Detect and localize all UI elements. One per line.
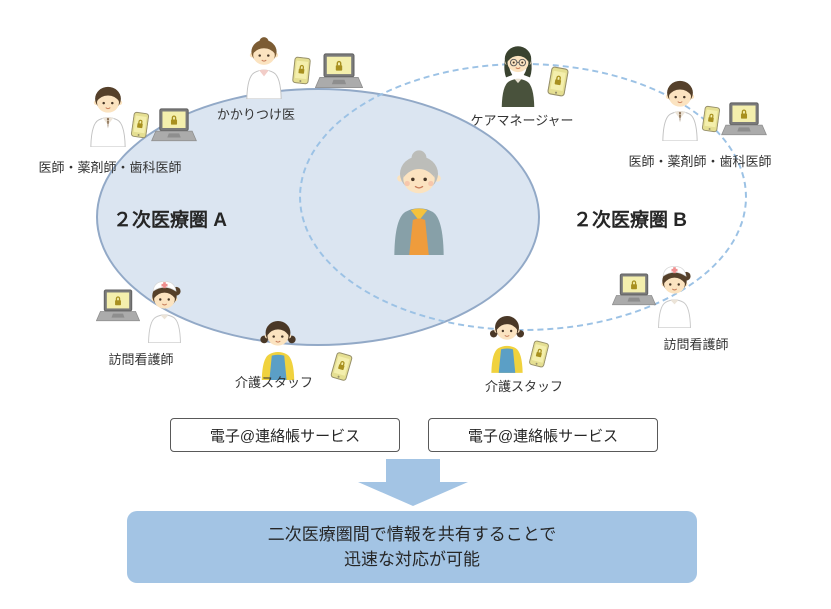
care-manager-icon — [494, 42, 542, 107]
nurse-icon — [141, 277, 188, 343]
smartphone-lock-icon — [528, 339, 550, 368]
care-manager-label: ケアマネージャー — [470, 113, 574, 128]
smartphone-lock-icon — [330, 351, 354, 382]
care-staff-icon — [484, 312, 530, 373]
conclusion-line-2: 迅速な対応が可能 — [344, 550, 480, 569]
down-arrow-icon — [358, 459, 468, 506]
family-doctor-label: かかりつけ医 — [216, 107, 296, 122]
male-doctor-icon — [656, 78, 704, 141]
laptop-lock-icon — [612, 273, 656, 308]
visiting-nurse-label-right: 訪問看護師 — [663, 337, 729, 352]
conclusion-box: 二次医療圏間で情報を共有することで 迅速な対応が可能 — [127, 511, 697, 583]
service-box-a: 電子@連絡帳サービス — [170, 418, 400, 452]
laptop-lock-icon — [721, 102, 767, 138]
region-a-label: ２次医療圏 A — [113, 210, 228, 231]
care-staff-label-left: 介護スタッフ — [234, 375, 313, 390]
female-doctor-icon — [240, 36, 288, 99]
smartphone-lock-icon — [292, 56, 312, 85]
smartphone-lock-icon — [701, 105, 720, 133]
service-box-b: 電子@連絡帳サービス — [428, 418, 658, 452]
male-doctor-icon — [84, 84, 132, 147]
nurse-icon — [651, 262, 698, 328]
care-staff-icon — [254, 317, 302, 380]
laptop-lock-icon — [315, 53, 363, 91]
region-b-label: ２次医療圏 B — [573, 210, 688, 231]
laptop-lock-icon — [151, 108, 197, 144]
laptop-lock-icon — [96, 289, 140, 324]
doctor-label-left: 医師・薬剤師・歯科医師 — [38, 160, 182, 175]
care-staff-label-right: 介護スタッフ — [484, 379, 563, 394]
doctor-label-right: 医師・薬剤師・歯科医師 — [628, 154, 772, 169]
patient-icon — [382, 148, 456, 255]
visiting-nurse-label-left: 訪問看護師 — [108, 352, 174, 367]
conclusion-line-1: 二次医療圏間で情報を共有することで — [267, 524, 557, 544]
